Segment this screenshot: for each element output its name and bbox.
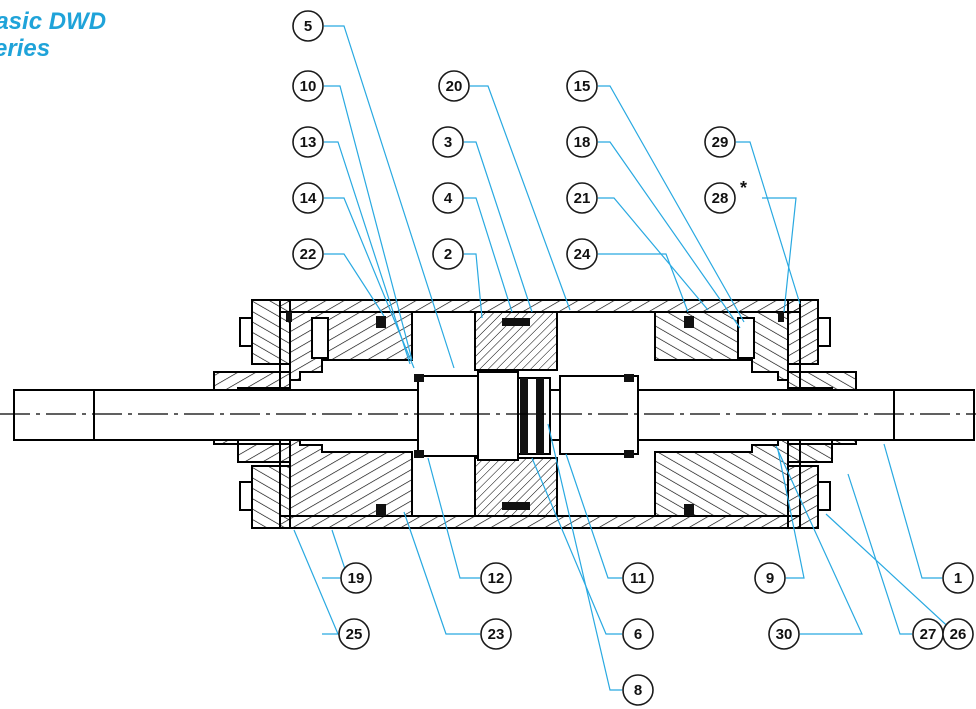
ring-dark-2 xyxy=(536,378,544,454)
callout-8: 8 xyxy=(622,674,654,706)
title-line-2: Series xyxy=(0,35,51,62)
cushion-sleeve xyxy=(559,375,639,455)
right-end-cap-lower xyxy=(654,439,789,517)
callout-6: 6 xyxy=(622,618,654,650)
svg-text:11: 11 xyxy=(630,570,646,587)
callout-28-asterisk: * xyxy=(740,178,747,198)
svg-text:9: 9 xyxy=(766,570,774,587)
svg-text:18: 18 xyxy=(574,134,591,151)
svg-text:3: 3 xyxy=(444,134,452,151)
piston-seal-bottom xyxy=(502,502,530,510)
svg-text:14: 14 xyxy=(300,190,317,207)
right-bolt-top xyxy=(817,317,831,347)
callout-21: 21 xyxy=(566,182,598,214)
callout-12: 12 xyxy=(480,562,512,594)
seal-cap-left xyxy=(376,316,386,328)
svg-text:13: 13 xyxy=(300,134,317,151)
seal-cap-left-low xyxy=(376,504,386,516)
callout-15: 15 xyxy=(566,70,598,102)
seal-cap-right xyxy=(684,316,694,328)
svg-text:19: 19 xyxy=(348,570,365,587)
svg-text:15: 15 xyxy=(574,78,591,95)
callout-20: 20 xyxy=(438,70,470,102)
svg-text:5: 5 xyxy=(304,18,312,35)
callout-23: 23 xyxy=(480,618,512,650)
seal-left-1 xyxy=(414,374,424,382)
callout-29: 29 xyxy=(704,126,736,158)
callout-9: 9 xyxy=(754,562,786,594)
callout-balloons: 5 10 13 14 22 20 3 4 2 15 18 21 24 29 28 xyxy=(292,10,974,706)
rod-thread-left xyxy=(13,389,95,441)
callout-18: 18 xyxy=(566,126,598,158)
callout-24: 24 xyxy=(566,238,598,270)
callout-4: 4 xyxy=(432,182,464,214)
callout-25: 25 xyxy=(338,618,370,650)
seal-right-1 xyxy=(624,374,634,382)
svg-text:25: 25 xyxy=(346,626,363,643)
svg-text:21: 21 xyxy=(574,190,591,207)
callout-1: 1 xyxy=(942,562,974,594)
svg-text:22: 22 xyxy=(300,246,317,263)
needle-valve-left xyxy=(311,317,329,359)
leader-lines xyxy=(293,25,968,691)
left-bolt-top xyxy=(239,317,253,347)
svg-text:6: 6 xyxy=(634,626,642,643)
left-end-cap-lower xyxy=(289,439,413,517)
left-end-cap xyxy=(289,311,413,381)
callout-26: 26 xyxy=(942,618,974,650)
callout-28: 28 xyxy=(704,182,736,214)
left-flange-lower xyxy=(251,465,291,529)
seal-left-2 xyxy=(414,450,424,458)
svg-text:26: 26 xyxy=(950,626,967,643)
callout-5: 5 xyxy=(292,10,324,42)
svg-text:28: 28 xyxy=(712,190,729,207)
svg-text:27: 27 xyxy=(920,626,937,643)
piston-seal-top xyxy=(502,318,530,326)
svg-text:1: 1 xyxy=(954,570,962,587)
callout-14: 14 xyxy=(292,182,324,214)
cylinder-assembly xyxy=(0,299,976,529)
cylinder-barrel-lower xyxy=(279,515,801,529)
svg-text:8: 8 xyxy=(634,682,642,699)
svg-text:20: 20 xyxy=(446,78,463,95)
left-flange xyxy=(251,299,291,365)
right-bolt-bottom xyxy=(817,481,831,511)
seal-cap-right-low xyxy=(684,504,694,516)
needle-valve-right xyxy=(737,317,755,359)
rod-thread-right xyxy=(893,389,975,441)
callout-10: 10 xyxy=(292,70,324,102)
callout-3: 3 xyxy=(432,126,464,158)
callout-27: 27 xyxy=(912,618,944,650)
right-end-cap xyxy=(654,311,789,381)
diagram-title: Basic DWD Series xyxy=(0,8,178,62)
svg-text:23: 23 xyxy=(488,626,505,643)
right-flange xyxy=(787,299,819,365)
svg-text:10: 10 xyxy=(300,78,317,95)
svg-text:12: 12 xyxy=(488,570,505,587)
callout-19: 19 xyxy=(340,562,372,594)
title-line-1: Basic DWD xyxy=(0,8,107,35)
svg-text:30: 30 xyxy=(776,626,793,643)
left-bolt-bottom xyxy=(239,481,253,511)
svg-text:4: 4 xyxy=(444,190,453,207)
seal-right-2 xyxy=(624,450,634,458)
seal-barrel-left xyxy=(286,312,292,322)
seal-barrel-right xyxy=(778,312,784,322)
piston-nut xyxy=(417,375,479,457)
piston-hub xyxy=(477,371,519,461)
callout-11: 11 xyxy=(622,562,654,594)
ring-dark-1 xyxy=(520,378,528,454)
callout-30: 30 xyxy=(768,618,800,650)
callout-22: 22 xyxy=(292,238,324,270)
svg-text:24: 24 xyxy=(574,246,591,263)
callout-2: 2 xyxy=(432,238,464,270)
callout-13: 13 xyxy=(292,126,324,158)
svg-text:29: 29 xyxy=(712,134,729,151)
svg-text:2: 2 xyxy=(444,246,452,263)
